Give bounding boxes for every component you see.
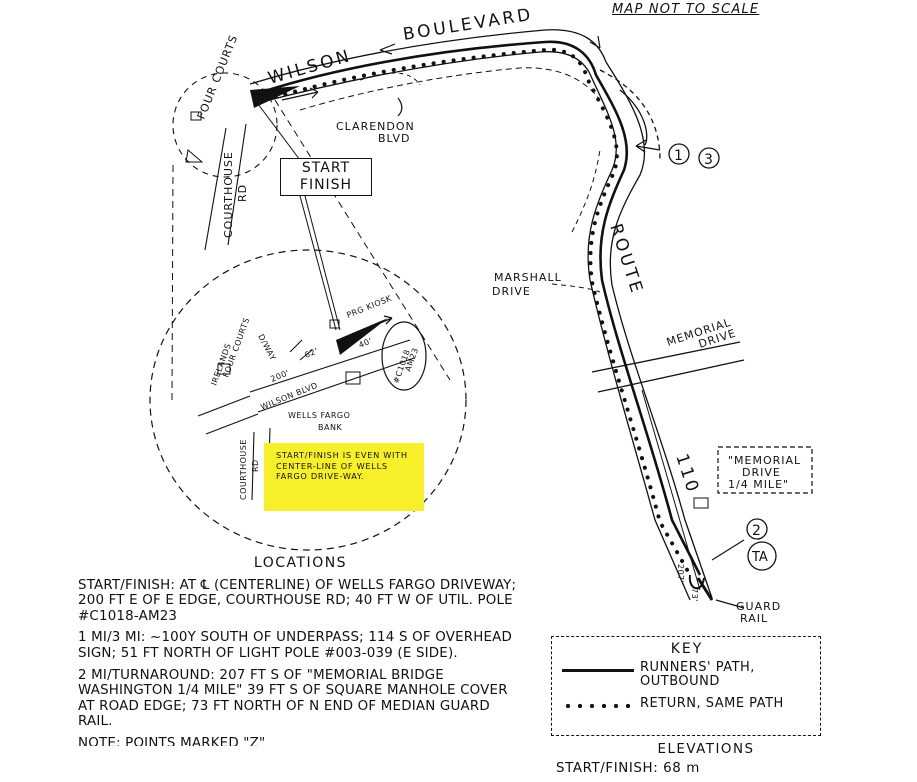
solid-line-swatch: [562, 669, 634, 672]
start-finish-highlight-note: START/FINISH IS EVEN WITH CENTER-LINE OF…: [264, 443, 424, 511]
inset-tree: [381, 321, 427, 391]
dotted-line-swatch: [562, 703, 634, 709]
inset-roads: [197, 339, 415, 501]
courthouse-label-2: RD: [236, 184, 249, 202]
marker-2-label: 2: [752, 523, 761, 539]
location-2-mile-turnaround: 2 MI/TURNAROUND: 207 FT S OF "MEMORIAL B…: [78, 667, 508, 730]
courthouse-triangle: [185, 149, 204, 163]
key-legend: KEY RUNNERS' PATH, OUTBOUND RETURN, SAME…: [551, 636, 821, 736]
marker-ta-label: TA: [751, 550, 768, 565]
dist-200-label: 200': [269, 368, 290, 384]
inset-start-wedge: [336, 318, 388, 355]
location-note: NOTE: POINTS MARKED "Z": [78, 735, 266, 746]
clarendon-label-1: CLARENDON: [336, 120, 415, 133]
courthouse-label-1: COURTHOUSE: [222, 151, 235, 238]
key-row-return: RETURN, SAME PATH: [562, 697, 817, 731]
marker-2-circle: [746, 518, 768, 540]
inset-four-courts-building: [217, 363, 231, 375]
route-110-road: [587, 61, 713, 601]
memorial-sign-box: [717, 446, 813, 494]
start-label: START: [301, 160, 351, 176]
dist-62-label: 62': [303, 346, 319, 360]
sign-post: [693, 497, 709, 509]
courthouse-road: [204, 123, 247, 251]
inset-connector: [299, 195, 337, 331]
elevations-title: ELEVATIONS: [657, 742, 755, 757]
inset-runner-arrow: [339, 315, 393, 341]
key-return-label: RETURN, SAME PATH: [640, 696, 784, 711]
guard-rail-label-2: RAIL: [740, 612, 768, 625]
inset-courthouse-label-1: COURTHOUSE: [239, 439, 248, 500]
location-1-3-mile: 1 MI/3 MI: ~100Y SOUTH OF UNDERPASS; 114…: [78, 630, 513, 661]
inset-kiosk: [329, 319, 340, 329]
start-finish-box: START FINISH: [280, 158, 372, 196]
clarendon-branch-road: [359, 72, 421, 86]
turnaround-loop: [688, 574, 705, 590]
wilson-blvd-label: WILSON BLVD: [259, 381, 319, 412]
dist-207-label: 207': [676, 564, 685, 583]
locations-section: LOCATIONS START/FINISH: AT ℄ (CENTERLINE…: [78, 555, 518, 746]
inset-guide-lines: [171, 99, 451, 401]
memorial-sign-line-1: "MEMORIAL: [728, 454, 801, 467]
direction-arrows: [281, 35, 601, 101]
inset-bank-building: [345, 371, 361, 385]
marshall-label-2: DRIVE: [492, 285, 531, 298]
runners-path-outbound: [261, 40, 702, 576]
clarendon-boulevard-road: [299, 67, 601, 111]
inset-circle: [149, 249, 467, 551]
marker-1-label: 1: [674, 148, 683, 164]
marker-ta-circle: [747, 541, 777, 571]
guard-rail: [696, 577, 714, 601]
wilson-label: WILSON: [266, 46, 354, 89]
key-outbound-label: RUNNERS' PATH, OUTBOUND: [640, 660, 755, 689]
map-not-to-scale-note: MAP NOT TO SCALE: [612, 2, 760, 17]
dway-label: D/WAY: [256, 333, 277, 362]
four-courts-building: [190, 111, 202, 121]
route-label: ROUTE: [605, 221, 647, 297]
marker-callouts: [397, 97, 745, 609]
wells-fargo-label-2: BANK: [318, 423, 342, 432]
dist-73-label: 73': [690, 588, 699, 602]
marshall-drive-road: [551, 283, 601, 293]
location-start-finish: START/FINISH: AT ℄ (CENTERLINE) OF WELLS…: [78, 577, 517, 624]
marker-3-label: 3: [704, 152, 713, 168]
start-wedge: [250, 86, 300, 108]
key-row-outbound: RUNNERS' PATH, OUTBOUND: [562, 661, 817, 695]
guard-rail-label-1: GUARD: [736, 600, 781, 613]
key-title: KEY: [670, 641, 704, 657]
courthouse-area-circle: [172, 72, 278, 178]
elevation-start-finish: START/FINISH: 68 m: [556, 761, 700, 776]
clarendon-label-2: BLVD: [378, 132, 410, 145]
runners-path-return: [264, 47, 692, 577]
marshall-label-1: MARSHALL: [494, 271, 562, 284]
four-courts-label: FOUR COURTS: [195, 33, 241, 121]
elevations-section: ELEVATIONS START/FINISH: 68 m: [556, 740, 886, 778]
marker-1-circle: [668, 143, 690, 165]
marshall-drive-ramp: [571, 149, 601, 233]
wells-fargo-label-1: WELLS FARGO: [288, 411, 350, 420]
memorial-sign-line-3: 1/4 MILE": [728, 478, 789, 491]
marker-3-circle: [698, 147, 720, 169]
memorial-sign-line-2: DRIVE: [742, 466, 781, 479]
locations-title: LOCATIONS: [253, 555, 348, 571]
finish-label: FINISH: [299, 177, 353, 193]
memorial-drive-overpass: [591, 341, 745, 393]
inset-courthouse-label-2: RD: [251, 459, 260, 472]
